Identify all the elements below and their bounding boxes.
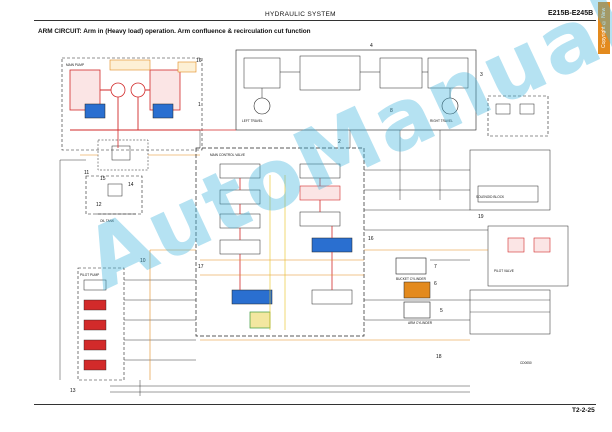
control-valve-label: MAIN CONTROL VALVE	[210, 153, 245, 157]
callout-6: 6	[434, 281, 437, 287]
callout-11: 11	[84, 170, 89, 176]
callout-1: 1	[198, 102, 201, 108]
pilot-pump-label: PILOT PUMP	[80, 273, 99, 277]
arm-cylinder-label: ARM CYLINDER	[408, 321, 433, 325]
diagram-caption: ARM CIRCUIT: Arm in (Heavy load) operati…	[38, 28, 311, 35]
callout-16b: 16	[368, 236, 374, 242]
pilot-section: SOLENOID BLOCK PILOT VALVE	[469, 149, 569, 335]
callout-12: 12	[96, 202, 102, 208]
callout-18: 18	[436, 354, 442, 360]
model-number: E215B-E245B	[548, 10, 594, 17]
callout-13: 13	[70, 388, 76, 394]
callout-7: 7	[434, 264, 437, 270]
pilot-valve-label: PILOT VALVE	[494, 269, 514, 273]
callout-4: 4	[370, 43, 373, 49]
travel-right-label: RIGHT TRAVEL	[430, 119, 453, 123]
callout-15: 15	[100, 176, 106, 182]
cylinders: BUCKET CYLINDER ARM CYLINDER	[395, 257, 433, 325]
bucket-cylinder-label: BUCKET CYLINDER	[396, 277, 427, 281]
callout-3: 3	[480, 72, 483, 78]
pump-label: MAIN PUMP	[66, 63, 84, 67]
solenoid-block-label: SOLENOID BLOCK	[476, 195, 505, 199]
oil-tank: OIL TANK	[85, 175, 143, 223]
travel-motors: LEFT TRAVEL RIGHT TRAVEL	[235, 49, 477, 131]
callout-5: 5	[440, 308, 443, 314]
callout-2: 2	[338, 139, 341, 145]
main-control-valve: MAIN CONTROL VALVE	[195, 147, 365, 337]
callout-10: 10	[140, 258, 146, 264]
callout-19: 19	[478, 214, 484, 220]
main-pump-group: MAIN PUMP	[61, 57, 203, 151]
callout-17: 17	[198, 264, 204, 270]
page-number: T2-2-25	[572, 407, 595, 414]
oil-tank-label: OIL TANK	[100, 219, 115, 223]
diagram-code: CD0050	[520, 361, 532, 365]
connecting-lines	[59, 130, 488, 396]
boom-valve-stack: PILOT PUMP	[77, 267, 125, 381]
footer-rule	[34, 404, 596, 405]
callout-14: 14	[128, 182, 134, 188]
header-rule	[34, 20, 596, 21]
travel-left-label: LEFT TRAVEL	[242, 119, 263, 123]
callout-16a: 16	[196, 58, 202, 64]
section-title: HYDRAULIC SYSTEM	[265, 11, 336, 18]
callout-8: 8	[390, 108, 393, 114]
